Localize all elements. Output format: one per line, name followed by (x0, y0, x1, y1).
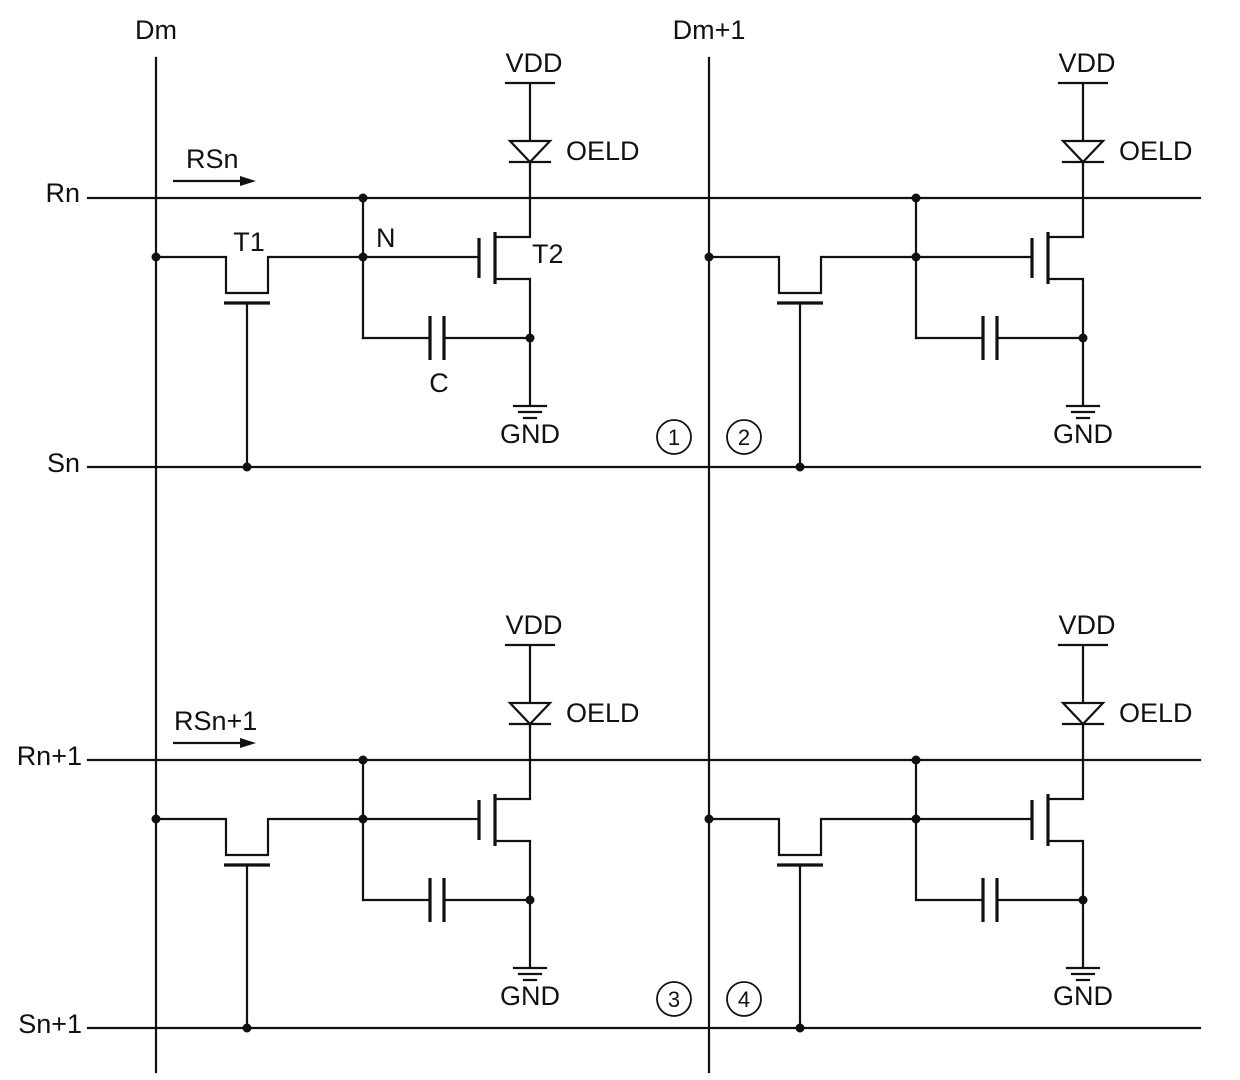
label-data-m1: Dm+1 (673, 15, 746, 45)
label-gnd-1: GND (500, 419, 560, 449)
label-vdd-3: VDD (505, 610, 562, 640)
scan-junction-3 (243, 1024, 252, 1033)
label-vdd-2: VDD (1058, 48, 1115, 78)
label-oeld-4: OELD (1119, 698, 1193, 728)
label-t1: T1 (233, 227, 265, 257)
label-scan-n: Sn (47, 448, 80, 478)
label-scan-n1: Sn+1 (18, 1009, 82, 1039)
label-reset-n1: Rn+1 (17, 741, 82, 771)
label-reset-signal-n1: RSn+1 (174, 706, 257, 736)
pixel-marker-4: 4 (727, 982, 761, 1016)
label-capacitor-c: C (429, 368, 449, 398)
svg-text:1: 1 (668, 425, 680, 450)
pixel-marker-1: 1 (657, 420, 691, 454)
scan-junction-4 (796, 1024, 805, 1033)
label-vdd-4: VDD (1058, 610, 1115, 640)
label-gnd-3: GND (500, 981, 560, 1011)
label-gnd-2: GND (1053, 419, 1113, 449)
label-data-m: Dm (135, 15, 177, 45)
label-reset-signal-n: RSn (186, 144, 239, 174)
label-oeld-1: OELD (566, 136, 640, 166)
pixel-cell-2 (705, 83, 1108, 418)
reset-arrow-n (173, 176, 256, 186)
pixel-marker-2: 2 (727, 420, 761, 454)
scan-junction-2 (796, 463, 805, 472)
label-oeld-2: OELD (1119, 136, 1193, 166)
svg-text:3: 3 (668, 987, 680, 1012)
label-reset-n: Rn (45, 178, 80, 208)
label-node-n: N (376, 223, 396, 253)
pixel-marker-3: 3 (657, 982, 691, 1016)
scan-junction-1 (243, 463, 252, 472)
svg-text:2: 2 (738, 425, 750, 450)
pixel-cell-3 (152, 645, 555, 980)
pixel-cell-4 (705, 645, 1108, 980)
reset-arrow-n1 (173, 738, 256, 748)
label-vdd-1: VDD (505, 48, 562, 78)
label-gnd-4: GND (1053, 981, 1113, 1011)
label-oeld-3: OELD (566, 698, 640, 728)
svg-text:4: 4 (738, 987, 750, 1012)
pixel-cell-1 (152, 83, 555, 418)
label-t2: T2 (532, 239, 564, 269)
